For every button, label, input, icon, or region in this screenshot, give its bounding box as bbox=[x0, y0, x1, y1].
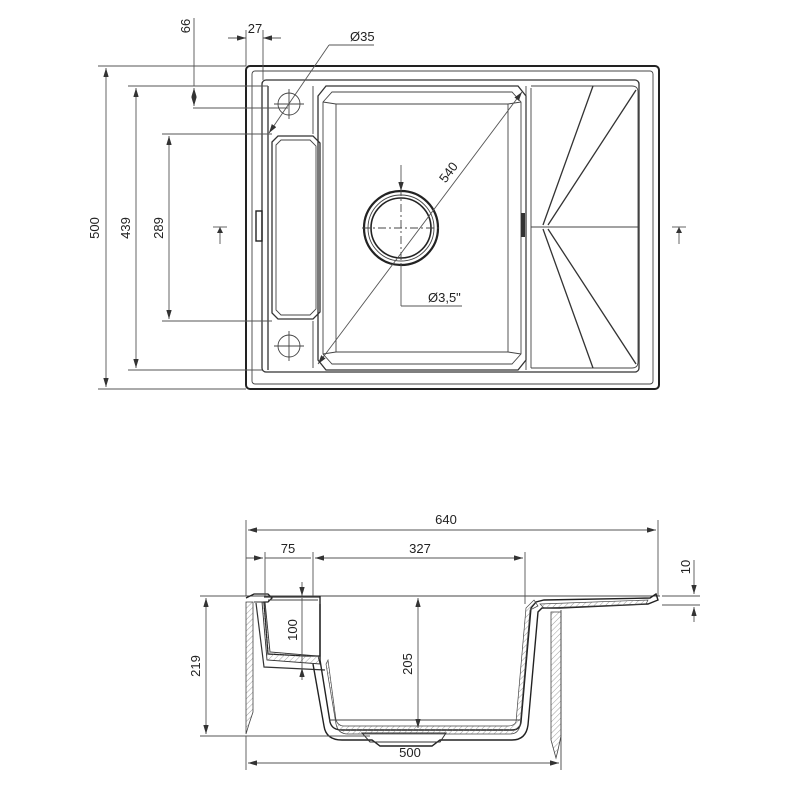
dim-label-327: 327 bbox=[409, 541, 431, 556]
dim-tray-depth: 100 bbox=[285, 582, 305, 680]
overflow-slot-right bbox=[521, 213, 525, 237]
dim-label-289: 289 bbox=[151, 217, 166, 239]
dim-inner-depth: 439 bbox=[118, 85, 262, 371]
cabinet-wall-right bbox=[550, 611, 562, 760]
dim-tray-width: 75 bbox=[246, 541, 314, 596]
dim-label-500: 500 bbox=[87, 217, 102, 239]
section-marker-left bbox=[213, 226, 227, 244]
dim-overall-width: 640 bbox=[245, 512, 659, 596]
section-left-wall bbox=[245, 593, 321, 657]
dim-overall-height: 219 bbox=[188, 595, 370, 737]
dim-bowl-depth: 205 bbox=[400, 598, 421, 728]
dim-label-100: 100 bbox=[285, 619, 300, 641]
dim-tap-offset-x: 27 bbox=[228, 21, 281, 80]
dim-overall-depth: 500 bbox=[87, 65, 246, 390]
section-marker-right bbox=[672, 226, 686, 244]
dim-tray-length: 289 bbox=[151, 133, 272, 322]
dim-label-540: 540 bbox=[436, 159, 461, 185]
dim-label-drain: Ø3,5" bbox=[428, 290, 461, 305]
section-bowl bbox=[312, 592, 659, 747]
dim-label-219: 219 bbox=[188, 655, 203, 677]
dim-label-66: 66 bbox=[178, 19, 193, 33]
dim-bowl-width: 327 bbox=[315, 541, 526, 604]
dim-drain-diameter: Ø3,5" bbox=[398, 165, 462, 307]
dim-label-75: 75 bbox=[281, 541, 295, 556]
dim-label-500-bottom: 500 bbox=[399, 745, 421, 760]
dim-rim-height: 10 bbox=[662, 560, 700, 622]
dim-tap-hole-diameter: Ø35 bbox=[268, 29, 375, 134]
dim-label-205: 205 bbox=[400, 653, 415, 675]
section-view: 640 75 327 10 219 bbox=[188, 512, 700, 770]
sink-rim-inner bbox=[251, 70, 654, 385]
dim-label-27: 27 bbox=[248, 21, 262, 36]
overflow-slot-left bbox=[255, 210, 263, 242]
section-drain-plate bbox=[360, 732, 447, 743]
cabinet-wall-left bbox=[245, 601, 254, 735]
dim-cabinet-width: 500 bbox=[245, 736, 559, 770]
top-view: 500 439 289 66 27 bbox=[87, 18, 686, 390]
dim-tap-offset-y: 66 bbox=[178, 18, 288, 109]
tap-hole-bottom bbox=[274, 331, 304, 361]
dim-label-640: 640 bbox=[435, 512, 457, 527]
dim-label-439: 439 bbox=[118, 217, 133, 239]
drain bbox=[362, 188, 440, 268]
dim-bowl-diagonal: 540 bbox=[317, 91, 523, 365]
sink-outline bbox=[245, 65, 660, 390]
side-tray bbox=[271, 135, 321, 320]
drainboard bbox=[521, 85, 639, 370]
dim-label-d35: Ø35 bbox=[350, 29, 375, 44]
dim-label-10: 10 bbox=[678, 560, 693, 574]
